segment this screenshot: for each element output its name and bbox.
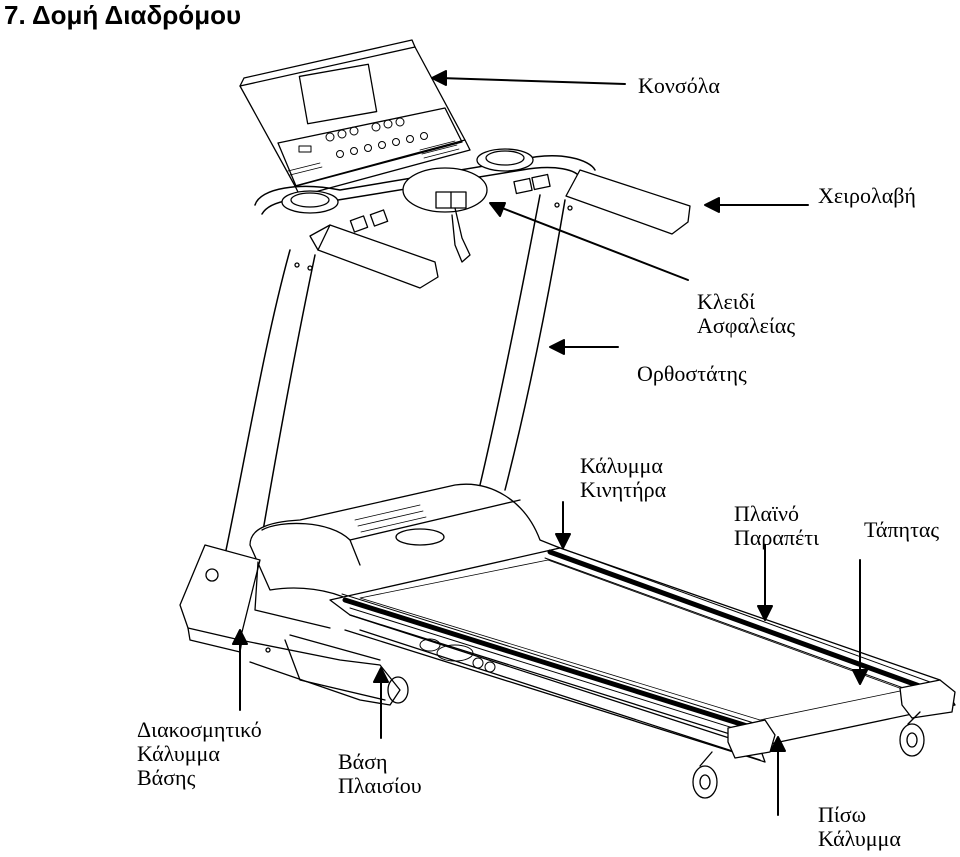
label-motor-cover-line1: Κάλυμμα (580, 453, 663, 478)
label-upright-text: Ορθοστάτης (637, 361, 747, 386)
label-safety-key-line2: Ασφαλείας (697, 313, 796, 338)
page-title: 7. Δομή Διαδρόμου (4, 0, 242, 30)
label-side-rail-line1: Πλαϊνό (734, 501, 799, 526)
label-belt: Τάπητας (864, 518, 939, 542)
label-side-rail: Πλαϊνό Παραπέτι (734, 502, 819, 550)
label-console-text: Κονσόλα (638, 73, 720, 98)
label-frame-base-line2: Πλαισίου (338, 773, 422, 798)
label-motor-cover: Κάλυμμα Κινητήρα (580, 454, 666, 502)
motor-cover-drawing (249, 483, 561, 601)
handrail-drawing (254, 148, 691, 289)
label-handrail-text: Χειρολαβή (818, 183, 916, 208)
label-base-cover-line3: Βάσης (137, 765, 196, 790)
console-drawing (239, 39, 471, 197)
label-rear-cover-line1: Πίσω (818, 802, 867, 827)
label-motor-cover-line2: Κινητήρα (580, 477, 667, 502)
arrows (232, 70, 868, 816)
label-frame-base-line1: Βάση (338, 749, 388, 774)
label-rear-cover-line2: Κάλυμμα (818, 826, 901, 851)
label-base-cover-line1: Διακοσμητικό (137, 717, 262, 742)
label-safety-key: Κλειδί Ασφαλείας (697, 290, 795, 338)
label-frame-base: Βάση Πλαισίου (338, 750, 422, 798)
label-upright: Ορθοστάτης (637, 362, 747, 386)
label-rear-cover: Πίσω Κάλυμμα (818, 803, 901, 851)
label-safety-key-line1: Κλειδί (697, 289, 755, 314)
label-belt-text: Τάπητας (864, 517, 940, 542)
base-frame-drawing (179, 544, 409, 706)
label-base-cover-line2: Κάλυμμα (137, 741, 220, 766)
label-base-cover: Διακοσμητικό Κάλυμμα Βάσης (137, 718, 262, 790)
label-console: Κονσόλα (638, 74, 720, 98)
label-handrail: Χειρολαβή (818, 184, 916, 208)
deck-drawing (329, 545, 956, 799)
label-side-rail-line2: Παραπέτι (734, 525, 820, 550)
upright-drawing (224, 194, 573, 561)
